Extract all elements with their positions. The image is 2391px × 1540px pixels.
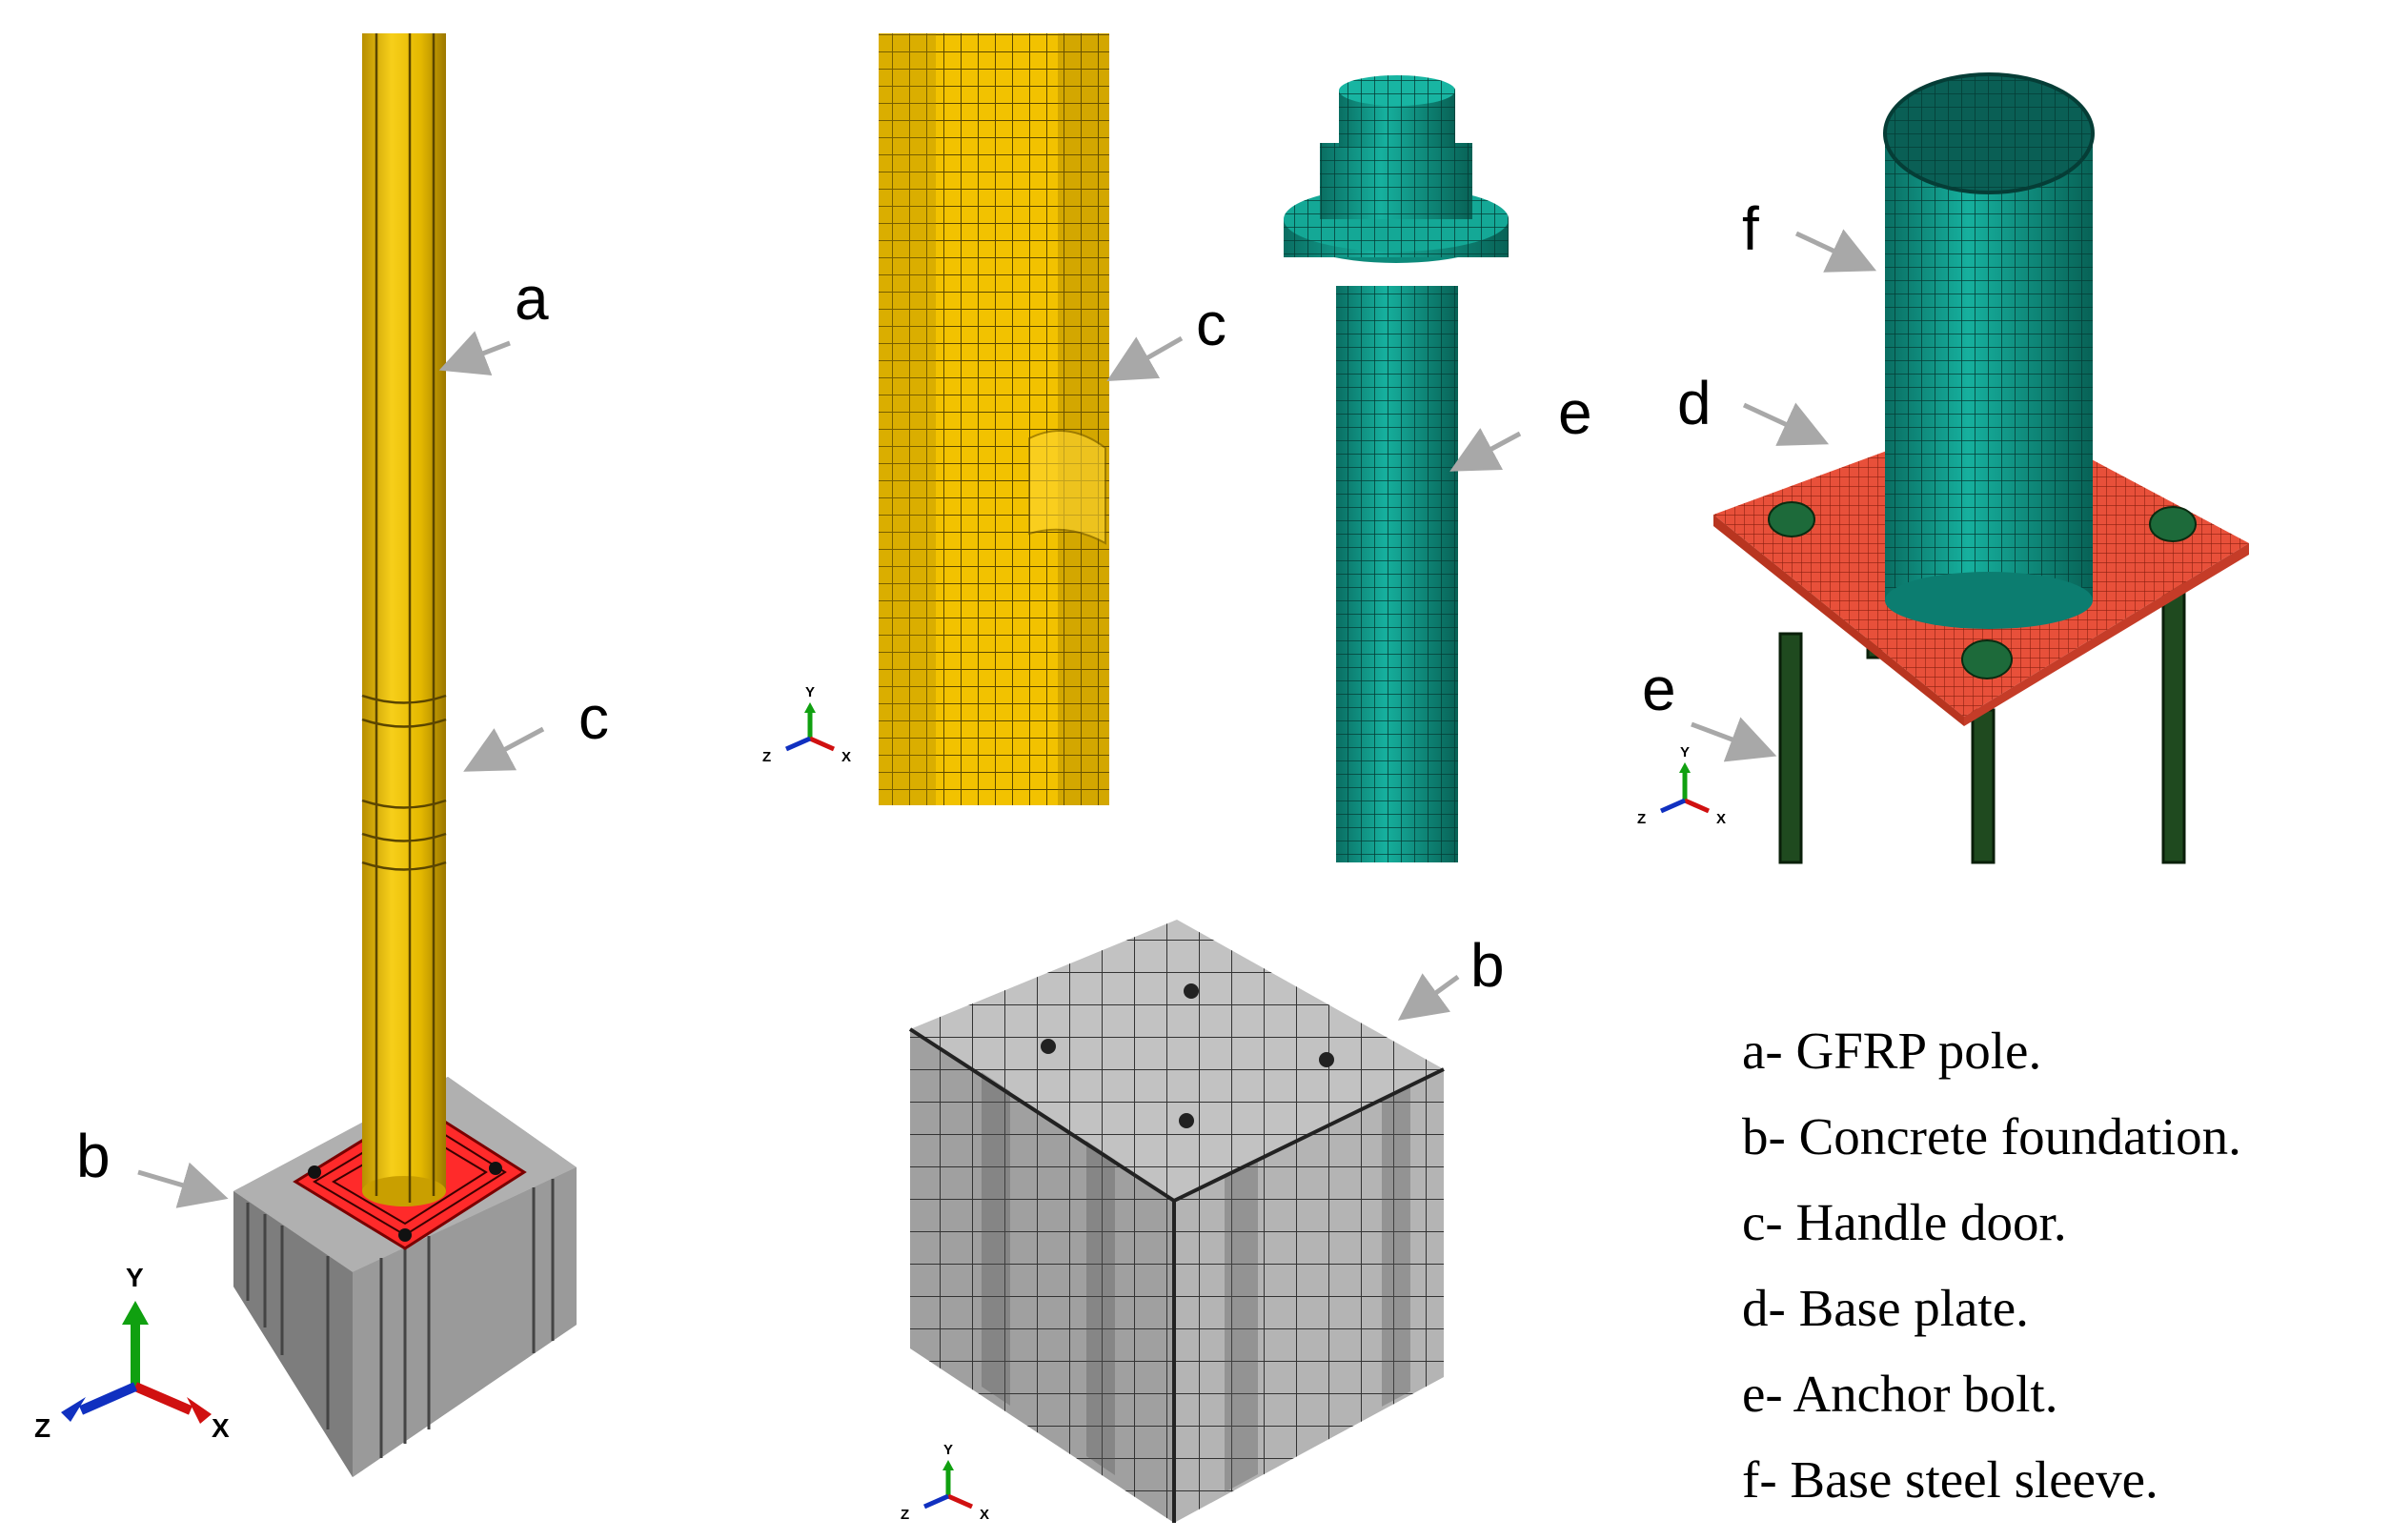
callout-c-mid: c [1196,290,1226,358]
callout-f: f [1742,194,1759,263]
legend-item: b- Concrete foundation. [1742,1107,2241,1165]
arrow-d [1742,402,1830,446]
axis-triad-small-panel5: Y X Z [901,1442,989,1523]
callout-b-left: b [76,1122,111,1190]
callout-e-right: e [1642,655,1676,723]
arrow-b-left [137,1162,229,1208]
axis-label-z-5: Z [901,1507,909,1523]
legend-item: a- GFRP pole. [1742,1022,2042,1080]
callouts [137,229,1877,1208]
arrow-f [1794,229,1877,273]
arrow-c-left [463,726,545,772]
gfrp-pole-full [361,33,447,1206]
anchor-bolt-detail [1284,75,1509,862]
legend-item: e- Anchor bolt. [1742,1365,2058,1423]
legend-item: d- Base plate. [1742,1279,2029,1337]
callout-letters: a c c e f d e b b [76,194,1759,1190]
handle-door-detail: Y X Z [762,33,1109,805]
arrow-a [438,331,511,375]
concrete-foundation-detail: Y X Z [901,920,1445,1523]
legend-item: f- Base steel sleeve. [1742,1450,2158,1509]
axis-label-z: Z [34,1413,51,1443]
legend-item: c- Handle door. [1742,1193,2067,1251]
axis-triad-large: Y X Z [34,1263,230,1443]
arrow-c-mid [1106,335,1184,381]
axis-label-x-4: X [1716,811,1726,827]
axis-label-z-2: Z [762,749,771,765]
arrow-e-right [1691,717,1777,762]
axis-triad-small-panel4: Y X Z [1637,744,1726,827]
callout-e-mid: e [1558,378,1592,447]
arrow-b-right [1397,973,1460,1021]
axis-label-y-2: Y [805,684,815,700]
legend: a- GFRP pole. b- Concrete foundation. c-… [1742,1008,2390,1523]
callout-d: d [1677,369,1712,437]
callout-c-left: c [578,683,609,752]
axis-label-y: Y [126,1263,144,1292]
callout-b-right: b [1470,931,1505,1000]
axis-label-y-5: Y [943,1442,953,1458]
base-plate-assembly: Y X Z [1637,72,2249,864]
full-pole-assembly: Y X Z [34,33,577,1477]
arrow-e-mid [1449,428,1522,472]
axis-triad-small-panel2: Y X Z [762,684,851,765]
axis-label-y-4: Y [1680,744,1690,760]
foundation-block-small [233,1077,577,1477]
axis-label-x: X [212,1413,230,1443]
axis-label-x-5: X [980,1507,989,1523]
callout-a: a [515,264,549,333]
axis-label-x-2: X [841,749,851,765]
axis-label-z-4: Z [1637,811,1646,827]
